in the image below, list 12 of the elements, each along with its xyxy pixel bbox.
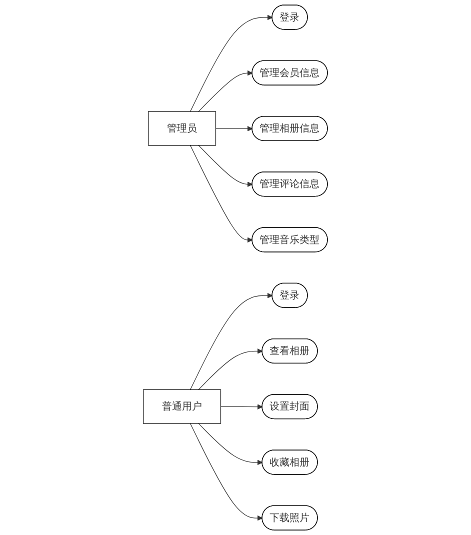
arrow <box>190 292 273 390</box>
arrow <box>198 348 263 390</box>
arrow <box>198 70 253 112</box>
arrow <box>190 14 273 112</box>
node-box: 管理员 <box>148 111 216 146</box>
node-box: 普通用户 <box>143 389 222 424</box>
arrow <box>220 404 263 410</box>
arrow <box>190 145 253 243</box>
arrow <box>190 423 263 521</box>
arrow <box>198 145 253 188</box>
arrow <box>216 126 253 132</box>
arrow <box>198 423 263 466</box>
